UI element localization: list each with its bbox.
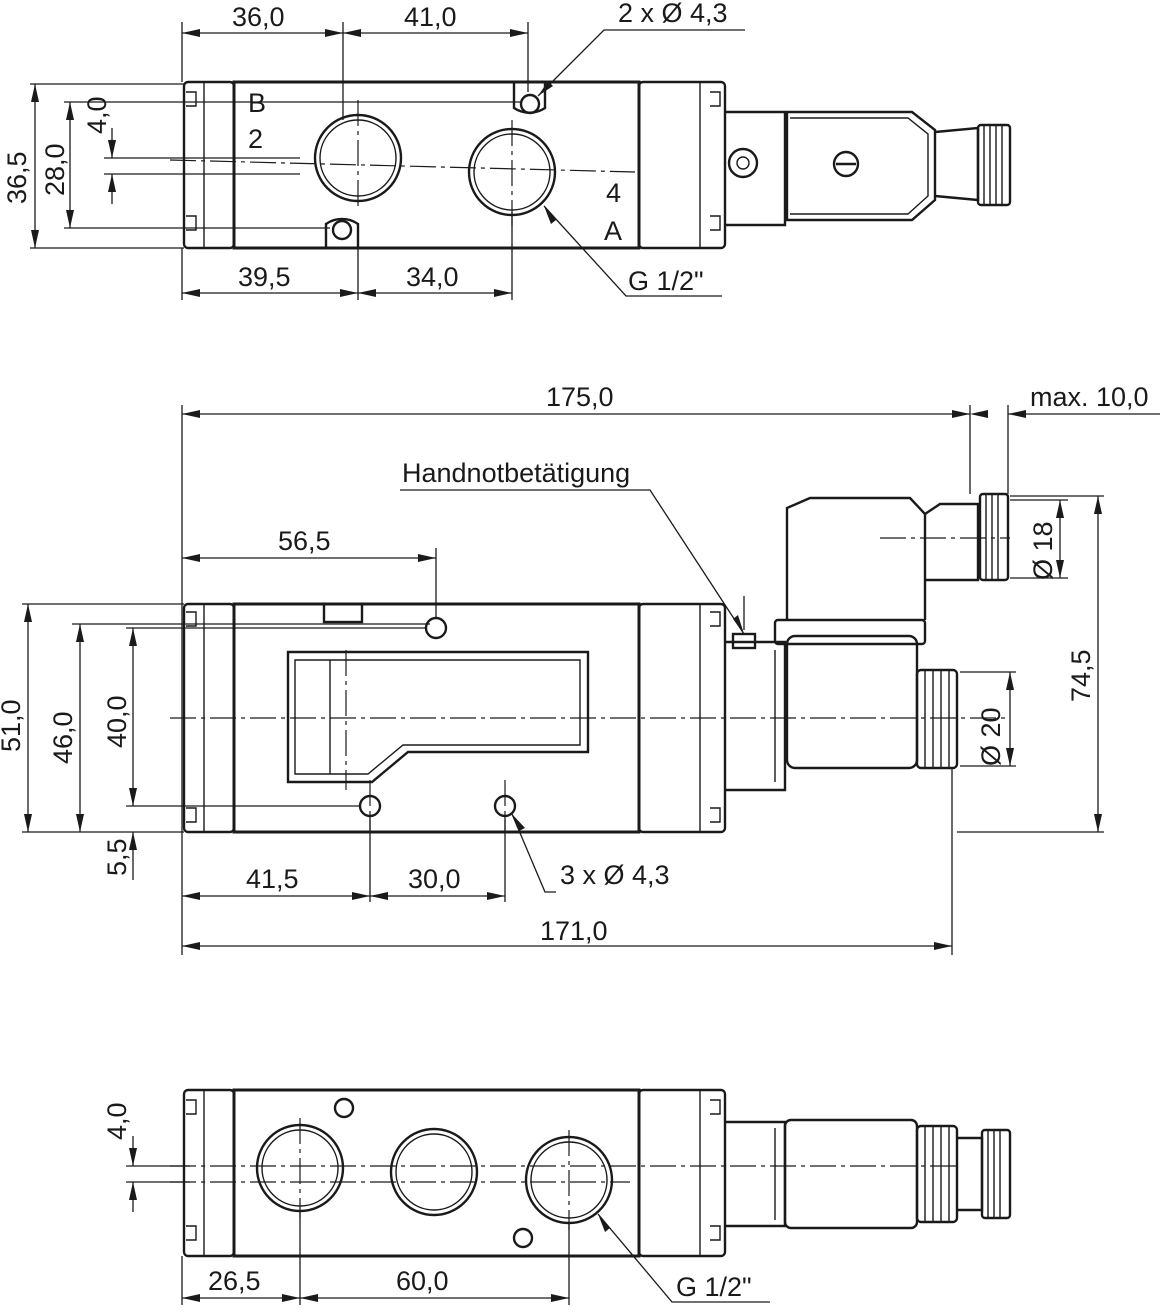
mounting-hole — [512, 1227, 534, 1249]
dim-d18: Ø 18 — [1028, 521, 1058, 580]
dim-40: 40,0 — [102, 695, 132, 748]
end-cap-left — [182, 1088, 236, 1258]
dim-5-5: 5,5 — [102, 838, 132, 876]
solenoid-housing — [725, 110, 787, 227]
end-cap-right — [637, 80, 727, 250]
mounting-hole — [424, 616, 448, 640]
dim-4: 4,0 — [102, 1102, 132, 1140]
top-view: 36,0 41,0 2 x Ø 4,3 36,5 28,0 4,0 39,5 3… — [2, 0, 1012, 300]
screw-icon — [186, 91, 197, 231]
dim-60: 60,0 — [396, 1266, 449, 1296]
dim-4: 4,0 — [82, 96, 112, 134]
manual-override-label: Handnotbetätigung — [402, 458, 630, 488]
solenoid-coil — [783, 1118, 919, 1230]
solenoid-tube — [725, 1120, 787, 1228]
dim-30: 30,0 — [408, 864, 461, 894]
mounting-hole — [519, 93, 541, 115]
dim-holes3: 3 x Ø 4,3 — [560, 860, 670, 890]
dim-46: 46,0 — [48, 711, 78, 764]
side-view: 175,0 max. 10,0 Handnotbetätigung 56,5 Ø… — [0, 382, 1160, 955]
dim-171: 171,0 — [540, 916, 608, 946]
dim-39-5: 39,5 — [238, 262, 291, 292]
dim-max10: max. 10,0 — [1030, 382, 1149, 412]
valve-body — [232, 1088, 641, 1258]
dim-51: 51,0 — [0, 699, 26, 752]
cable-gland — [978, 492, 1010, 582]
dim-41-5: 41,5 — [246, 864, 299, 894]
plug-connector — [785, 110, 937, 222]
solenoid-coil — [785, 634, 919, 770]
valve-body — [232, 80, 641, 250]
plug-screw-icon — [832, 150, 860, 178]
coupling-nut — [915, 1124, 959, 1224]
thread-label: G 1/2" — [676, 1272, 752, 1302]
dim-36: 36,0 — [232, 2, 285, 32]
end-cap-right — [637, 1088, 727, 1258]
mounting-hole — [331, 219, 353, 241]
port-circle — [389, 1127, 479, 1217]
dim-28: 28,0 — [40, 143, 70, 196]
port-label-a: A — [604, 216, 622, 246]
dim-56-5: 56,5 — [278, 526, 331, 556]
dim-34: 34,0 — [406, 262, 459, 292]
dim-36-5: 36,5 — [2, 151, 32, 204]
dim-74-5: 74,5 — [1066, 649, 1096, 702]
mounting-lug — [727, 147, 759, 179]
mounting-hole — [333, 1097, 355, 1119]
coupling-nut — [915, 668, 959, 770]
dim-d20: Ø 20 — [976, 707, 1006, 766]
port-label-b: B — [248, 88, 266, 118]
thread-label: G 1/2" — [628, 266, 704, 296]
cable-gland — [980, 1128, 1012, 1220]
plug-connector — [785, 496, 927, 620]
nameplate-window — [286, 650, 590, 784]
port-label-2: 2 — [248, 124, 263, 154]
bottom-view: 4,0 26,5 60,0 G 1/2" — [102, 1088, 1012, 1305]
cable-gland — [976, 123, 1012, 207]
solenoid-tube — [725, 640, 787, 792]
port-label-4: 4 — [606, 178, 621, 208]
dim-26-5: 26,5 — [208, 1266, 261, 1296]
dim-holes: 2 x Ø 4,3 — [618, 0, 728, 28]
dim-41: 41,0 — [404, 2, 457, 32]
dim-175: 175,0 — [546, 382, 614, 412]
end-cap-left — [182, 80, 236, 250]
